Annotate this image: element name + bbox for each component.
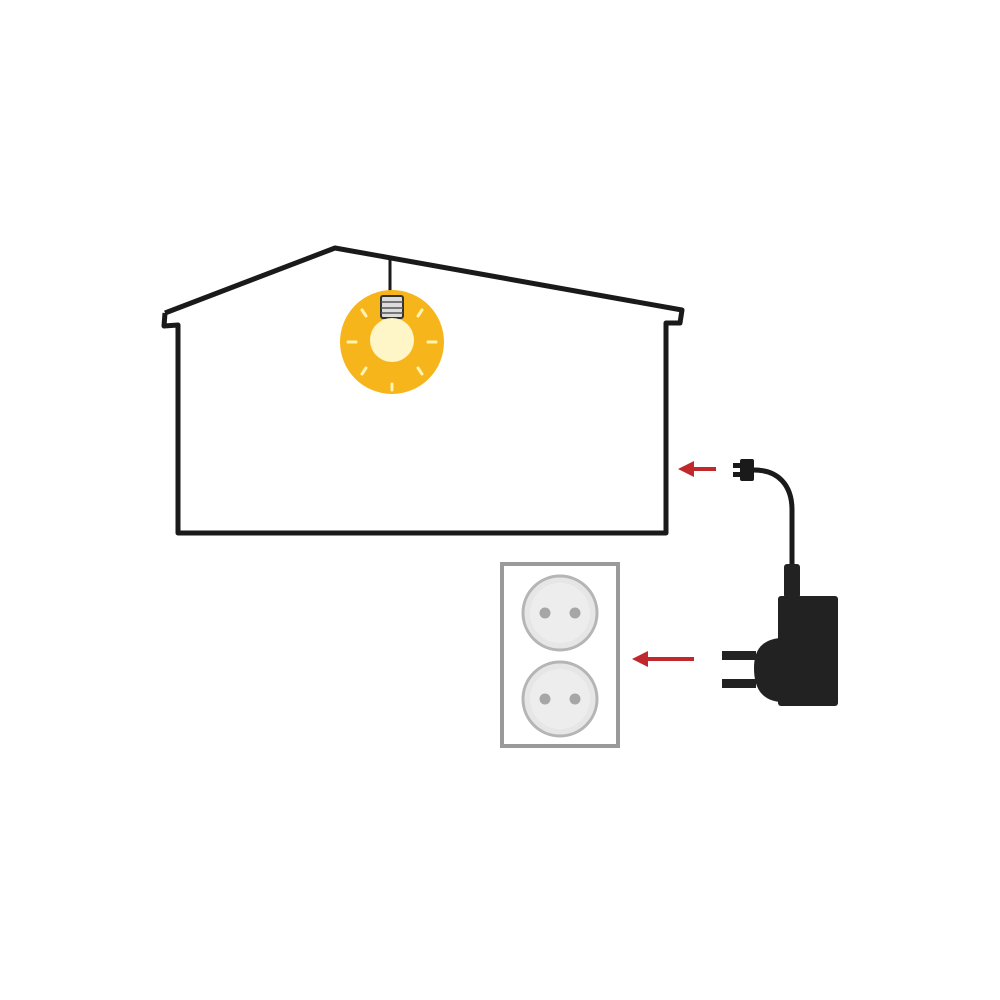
bulb-glass	[370, 318, 414, 362]
power-adapter-icon	[722, 564, 838, 706]
adapter-strain-relief	[784, 564, 800, 598]
arrow-to-socket	[632, 651, 694, 667]
dc-connector-icon	[733, 459, 795, 571]
light-bulb-icon	[340, 256, 444, 394]
bulb-base	[380, 295, 404, 319]
house	[161, 245, 685, 536]
adapter-cable	[751, 467, 795, 571]
wall-socket-icon	[500, 562, 620, 748]
bulb-rays	[346, 308, 438, 392]
adapter-body	[778, 596, 838, 706]
adapter-pin-bottom	[722, 679, 756, 688]
adapter-plug-face	[754, 638, 780, 702]
house-outline	[161, 245, 685, 536]
adapter-pin-top	[722, 651, 756, 660]
arrow-to-house	[678, 461, 716, 477]
